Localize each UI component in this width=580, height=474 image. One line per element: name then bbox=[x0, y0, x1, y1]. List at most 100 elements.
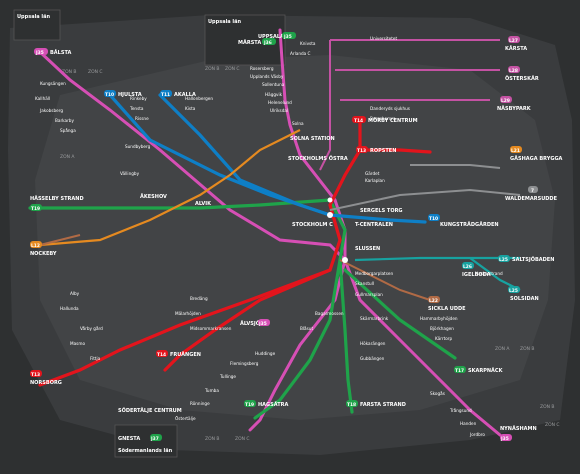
gasha-badge bbox=[510, 146, 522, 153]
station-label: Fittja bbox=[90, 356, 101, 361]
station-label: Hallunda bbox=[60, 306, 79, 311]
hjulsta-badge-text: T10 bbox=[105, 92, 114, 98]
waldemarsudde-badge-text: 7 bbox=[531, 188, 534, 194]
pendeltag-west-line bbox=[38, 50, 347, 432]
nynashamn-badge bbox=[500, 434, 512, 441]
zone-c-bottom: ZON C bbox=[235, 436, 250, 442]
nasbypark-name: NÄSBYPARK bbox=[497, 105, 532, 112]
alvsjo-badge-text: J35 bbox=[258, 321, 267, 327]
zone-b-left: ZON B bbox=[62, 69, 77, 75]
gnesta-name: GNESTA bbox=[118, 436, 140, 442]
red-line-fruangen bbox=[163, 268, 332, 372]
akalla-badge-text: T11 bbox=[161, 92, 170, 98]
station-label: Helenelund bbox=[268, 100, 292, 105]
station-label: Hammarbyhöjden bbox=[420, 316, 458, 321]
igelboda-badge bbox=[462, 262, 474, 269]
alvsjo-name: ÄLVSJÖ bbox=[240, 320, 260, 327]
station-label: Handen bbox=[460, 421, 477, 426]
hasselby-badge bbox=[30, 204, 42, 211]
igelboda-name: IGELBODA bbox=[462, 272, 491, 278]
nockeby-name: NOCKEBY bbox=[30, 251, 57, 257]
green-line-farsta bbox=[338, 258, 354, 414]
station-label: Kallhäll bbox=[35, 96, 50, 101]
kungstradgarden-name: KUNGSTRÄDGÅRDEN bbox=[440, 221, 499, 228]
station-labels: Knivsta Arlanda C Rosersberg Upplands Vä… bbox=[35, 36, 503, 437]
zone-a-region bbox=[35, 55, 555, 420]
green-line-centre bbox=[328, 198, 347, 262]
nockeby-line bbox=[39, 234, 431, 301]
station-label: Tullinge bbox=[219, 374, 236, 379]
stockholm-c-name: STOCKHOLM C bbox=[292, 222, 333, 228]
fruangen-badge-text: T14 bbox=[157, 352, 166, 358]
station-label: Bagarmossen bbox=[315, 311, 344, 316]
djurgarden-line bbox=[329, 164, 521, 211]
green-line-hagsatra bbox=[253, 258, 342, 420]
fruangen-badge bbox=[156, 350, 168, 357]
norsborg-badge-text: T13 bbox=[31, 372, 40, 378]
igelboda-badge-text: L26 bbox=[463, 264, 472, 270]
roslagsbanan-trunk bbox=[319, 40, 331, 171]
balsta-badge bbox=[34, 48, 48, 55]
saltsjobaden-name: SALTSJÖBADEN bbox=[512, 256, 554, 263]
fruangen-name: FRUÄNGEN bbox=[170, 351, 201, 358]
station-label: Jakobsberg bbox=[39, 108, 63, 113]
station-label: Tumba bbox=[204, 388, 219, 393]
sickla-tram bbox=[339, 259, 431, 301]
farsta-name: FARSTA STRAND bbox=[360, 402, 406, 408]
gasha-name: GÅSHAGA BRYGGA bbox=[510, 155, 563, 162]
solsidan-name: SOLSIDAN bbox=[510, 296, 539, 302]
station-label: Mälarhöjden bbox=[175, 311, 201, 316]
marsta-badge-text: J36 bbox=[263, 40, 272, 46]
farsta-badge bbox=[346, 400, 358, 407]
zone-c-right: ZON C bbox=[545, 422, 560, 428]
green-line-hasselby bbox=[28, 198, 332, 210]
gasha-badge-text: L21 bbox=[511, 148, 520, 154]
station-label: Rissne bbox=[135, 116, 149, 121]
station-label: Sollentuna bbox=[262, 82, 285, 87]
nockeby-badge bbox=[30, 241, 42, 248]
solsidan-badge-text: L25 bbox=[509, 288, 518, 294]
karsta-badge-text: L27 bbox=[509, 38, 518, 44]
sickla-badge-text: L22 bbox=[429, 298, 438, 304]
red-metro-lines bbox=[38, 118, 432, 387]
karsta-badge bbox=[508, 36, 520, 43]
norsborg-badge bbox=[30, 370, 42, 377]
station-label: Skanstull bbox=[355, 281, 374, 286]
akalla-badge bbox=[160, 90, 172, 97]
station-label: Medborgarplatsen bbox=[355, 271, 393, 276]
hagsatra-name: HAGSÄTRA bbox=[258, 401, 289, 408]
nasbypark-badge bbox=[500, 96, 512, 103]
t-centralen-hub bbox=[327, 212, 333, 218]
norsborg-name: NORSBORG bbox=[30, 380, 62, 386]
green-line-skarpnack bbox=[343, 268, 457, 360]
station-label: Upplands Väsby bbox=[250, 74, 284, 79]
sodermanland-county bbox=[114, 424, 178, 458]
red-line-ropsten bbox=[358, 148, 432, 154]
station-label: Danderyds sjukhus bbox=[370, 106, 410, 111]
hasselby-name: HÄSSELBY STRAND bbox=[30, 195, 84, 202]
akalla-name: AKALLA bbox=[174, 92, 196, 98]
station-label: Midsommarkransen bbox=[190, 326, 232, 331]
hjulsta-name: HJULSTA bbox=[118, 92, 142, 98]
solna-name: SOLNA STATION bbox=[290, 136, 335, 142]
station-label: Björkhagen bbox=[430, 326, 454, 331]
hagsatra-badge-text: T19 bbox=[245, 402, 254, 408]
osterskar-badge bbox=[508, 66, 520, 73]
station-label: Solna bbox=[292, 121, 304, 126]
ropsten-badge-text: T13 bbox=[357, 148, 366, 154]
osterskar-badge-text: L28 bbox=[509, 68, 518, 74]
odenplan-hub bbox=[327, 197, 333, 203]
station-label: Hökarängen bbox=[360, 341, 386, 346]
waldemarsudde-badge bbox=[528, 186, 538, 193]
station-label: Kista bbox=[185, 106, 196, 111]
morby-badge-text: T14 bbox=[354, 118, 363, 124]
station-label: Häggvik bbox=[265, 92, 283, 97]
gnesta-badge bbox=[150, 434, 162, 441]
zone-c-top: ZON C bbox=[225, 66, 240, 72]
nasbypark-badge-text: L29 bbox=[501, 98, 510, 104]
zone-b-top: ZON B bbox=[205, 66, 220, 72]
station-label: Rosersberg bbox=[250, 66, 274, 71]
station-label: Tensta bbox=[129, 106, 144, 111]
nynashamn-badge-text: J35 bbox=[500, 436, 509, 442]
